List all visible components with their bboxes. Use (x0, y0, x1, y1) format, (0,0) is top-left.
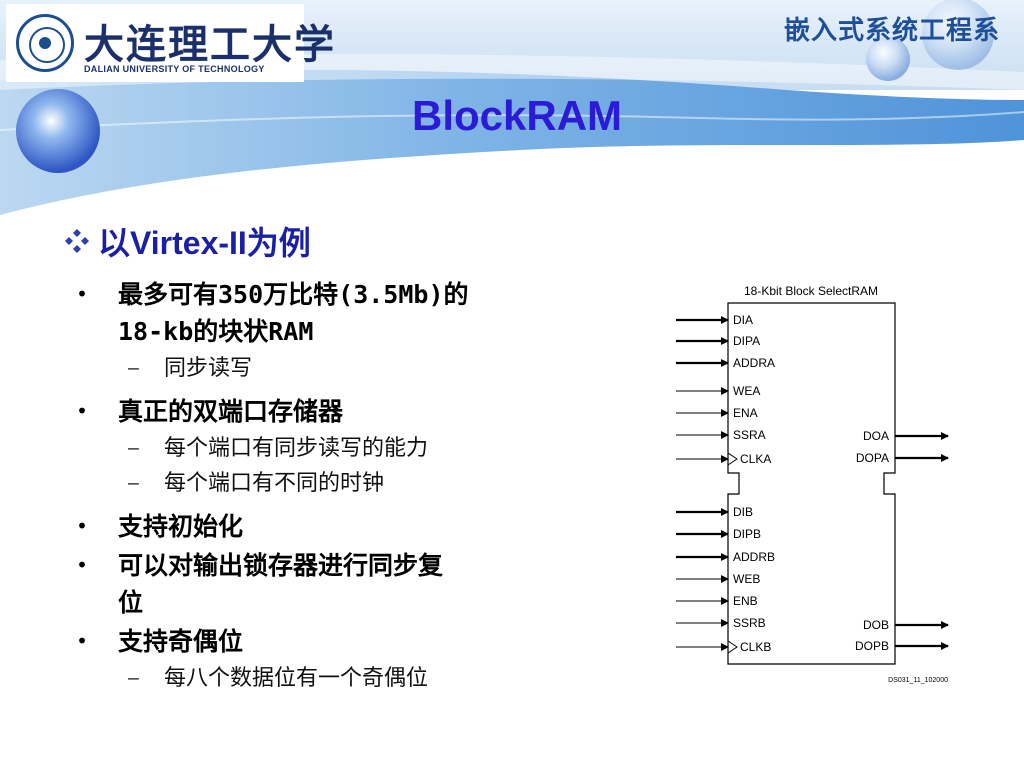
diagram-title: 18-Kbit Block SelectRAM (744, 284, 878, 298)
logo-english-name: DALIAN UNIVERSITY OF TECHNOLOGY (84, 64, 265, 74)
bullet-list: • 最多可有350万比特(3.5Mb)的 18-kb的块状RAM – 同步读写 … (76, 276, 546, 695)
sub-bullet-text: 每八个数据位有一个奇偶位 (164, 666, 429, 691)
pin-dipb-label: DIPB (733, 527, 761, 541)
bullet-item-continuation: 位 (76, 584, 546, 621)
sub-bullet-text: 同步读写 (164, 356, 253, 381)
header-banner (0, 0, 1024, 215)
pin-clka-label: CLKA (740, 452, 771, 466)
bullet-dot: • (76, 629, 89, 653)
bullet-item: • 支持奇偶位 (76, 623, 546, 660)
pin-ssrb-label: SSRB (733, 616, 766, 630)
bullet-text: 最多可有350万比特(3.5Mb)的 (118, 280, 469, 309)
main-heading: 以Virtex-II为例 (64, 218, 311, 264)
bullet-text: 支持初始化 (118, 512, 244, 541)
sub-bullet-text: 每个端口有同步读写的能力 (164, 436, 429, 461)
bullet-item: • 支持初始化 (76, 508, 546, 545)
block-selectram-diagram: 18-Kbit Block SelectRAM DIA DIPA ADDRA WEA E… (676, 284, 949, 684)
university-logo: 大连理工大学 DALIAN UNIVERSITY OF TECHNOLOGY (6, 4, 334, 82)
bullet-dot: • (76, 553, 89, 577)
pin-dib-label: DIB (733, 505, 753, 519)
pin-dia-label: DIA (733, 313, 753, 327)
diamond-bullet-icon (65, 229, 89, 253)
sub-bullet-dash: – (128, 438, 139, 459)
sub-bullet-item: – 每个端口有同步读写的能力 (76, 432, 546, 465)
logo-chinese-name: 大连理工大学 (84, 21, 336, 68)
bullet-item-continuation: 18-kb的块状RAM (76, 313, 546, 350)
bullet-text: 18-kb的块状RAM (118, 317, 314, 346)
pin-doa-label: DOA (863, 429, 889, 443)
sub-bullet-dash: – (128, 473, 139, 494)
pin-clkb-label: CLKB (740, 640, 771, 654)
pin-addrb-label: ADDRB (733, 550, 775, 564)
bullet-item: • 真正的双端口存储器 (76, 393, 546, 430)
bullet-dot: • (76, 514, 89, 538)
main-heading-text: 以Virtex-II为例 (98, 225, 311, 261)
bullet-dot: • (76, 282, 89, 306)
sub-bullet-dash: – (128, 668, 139, 689)
pin-addra-label: ADDRA (733, 356, 775, 370)
pin-dipa-label: DIPA (733, 334, 760, 348)
diagram-caption: DS031_11_102000 (888, 677, 948, 684)
pin-ssra-label: SSRA (733, 428, 766, 442)
pin-web-label: WEB (733, 572, 760, 586)
sub-bullet-item: – 每个端口有不同的时钟 (76, 467, 546, 500)
pin-dopa-label: DOPA (856, 451, 889, 465)
bullet-dot: • (76, 399, 89, 423)
bullet-item: • 最多可有350万比特(3.5Mb)的 (76, 276, 546, 313)
pin-enb-label: ENB (733, 594, 758, 608)
bullet-item: • 可以对输出锁存器进行同步复 (76, 547, 546, 584)
clock-b-triangle-icon (727, 640, 738, 654)
university-seal-icon (16, 14, 74, 72)
sub-bullet-dash: – (128, 358, 139, 379)
bullet-text: 真正的双端口存储器 (118, 397, 344, 426)
sub-bullet-item: – 同步读写 (76, 352, 546, 385)
department-title: 嵌入式系统工程系 (783, 16, 1000, 46)
sub-bullet-text: 每个端口有不同的时钟 (164, 471, 385, 496)
slide-title: BlockRAM (411, 92, 623, 139)
ram-block-outline (727, 302, 896, 665)
sub-bullet-item: – 每八个数据位有一个奇偶位 (76, 662, 546, 695)
pin-wea-label: WEA (733, 384, 760, 398)
bullet-text: 位 (118, 588, 144, 617)
clock-a-triangle-icon (727, 452, 738, 466)
pin-dopb-label: DOPB (855, 639, 889, 653)
pin-dob-label: DOB (863, 618, 889, 632)
bullet-text: 支持奇偶位 (118, 627, 244, 656)
bullet-text: 可以对输出锁存器进行同步复 (118, 551, 444, 580)
pin-ena-label: ENA (733, 406, 758, 420)
